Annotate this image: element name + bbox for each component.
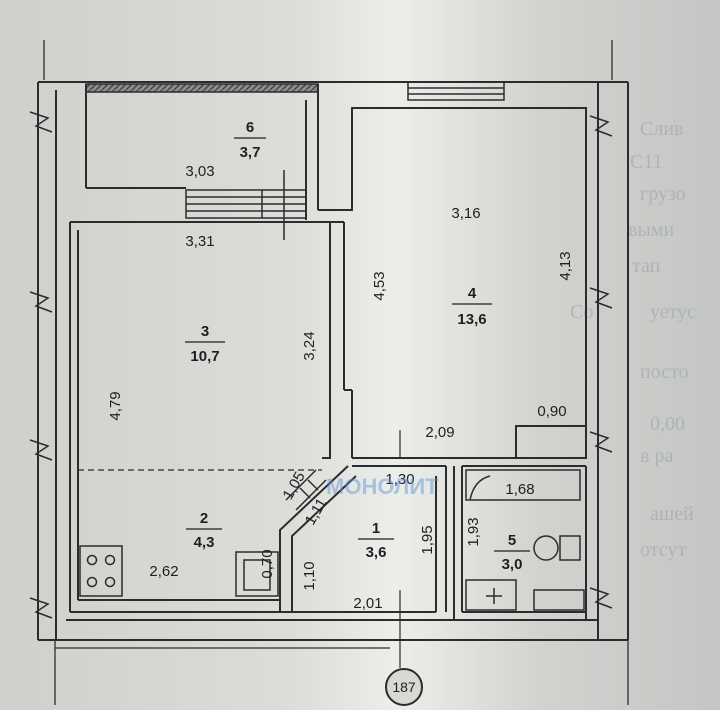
corridor-door [285, 469, 327, 511]
svg-text:отсут: отсут [640, 539, 686, 561]
room-2-area: 4,3 [194, 534, 215, 551]
room-5-area: 3,0 [502, 556, 523, 573]
exterior-walls [37, 81, 629, 641]
dim-label: 3,24 [301, 331, 318, 360]
dim-label: 2,01 [353, 595, 382, 612]
svg-text:Слив: Слив [640, 118, 683, 140]
svg-text:ашей: ашей [650, 503, 694, 525]
dim-label: 1,93 [465, 517, 482, 546]
dim-label: 1,30 [385, 471, 414, 488]
room-6-number: 6 [246, 119, 254, 136]
dim-label: 0,70 [259, 549, 276, 578]
dim-label: 3,16 [451, 205, 480, 222]
svg-text:в ра: в ра [640, 445, 673, 467]
room-1-area: 3,6 [366, 544, 387, 561]
dim-label: 2,62 [149, 563, 178, 580]
balcony-door [185, 170, 307, 240]
watermark: МОНОЛИТ [326, 474, 439, 499]
room-3-area: 10,7 [190, 348, 219, 365]
room-4-area: 13,6 [457, 311, 486, 328]
dim-label: 4,53 [371, 271, 388, 300]
dim-label: 0,90 [537, 403, 566, 420]
room-4-number: 4 [468, 285, 477, 302]
wall-break-marks [29, 111, 613, 619]
svg-text:С11: С11 [630, 151, 663, 173]
background-text: Слив С11 грузо выми тап Со уетус посто 0… [570, 118, 696, 561]
svg-text:уетус: уетус [650, 301, 696, 323]
svg-text:Со: Со [570, 301, 593, 323]
room-6-area: 3,7 [240, 144, 261, 161]
svg-text:грузо: грузо [640, 183, 686, 205]
dimension-labels: 3,03 3,31 3,16 4,53 4,13 3,24 4,79 0,90 … [107, 163, 574, 612]
svg-text:выми: выми [628, 219, 675, 241]
dim-label: 4,79 [107, 391, 124, 420]
room-3-number: 3 [201, 323, 209, 340]
room-2-number: 2 [200, 510, 208, 527]
dim-label: 1,95 [419, 525, 436, 554]
room-5-number: 5 [508, 532, 516, 549]
kitchen-sink [235, 551, 279, 597]
bath-fixtures [465, 469, 585, 611]
svg-text:187: 187 [392, 679, 416, 695]
svg-text:тап: тап [632, 255, 661, 277]
dim-label: 4,13 [557, 251, 574, 280]
room4-window [407, 81, 505, 101]
svg-text:0,00: 0,00 [650, 413, 685, 435]
axis-marker: 187 [385, 668, 423, 706]
dim-label: 1,68 [505, 481, 534, 498]
room-labels: 6 3,7 4 13,6 3 10,7 2 4,3 1 3,6 5 3,0 [185, 119, 530, 573]
building-lines [43, 40, 629, 705]
stove [79, 545, 123, 597]
svg-text:МОНОЛИТ: МОНОЛИТ [326, 474, 439, 499]
dim-label: 1,10 [301, 561, 318, 590]
interior-walls [69, 107, 587, 620]
svg-text:посто: посто [640, 361, 689, 383]
dim-label: 3,03 [185, 163, 214, 180]
dim-label: 2,09 [425, 424, 454, 441]
room-1-number: 1 [372, 520, 380, 537]
dim-label: 3,31 [185, 233, 214, 250]
